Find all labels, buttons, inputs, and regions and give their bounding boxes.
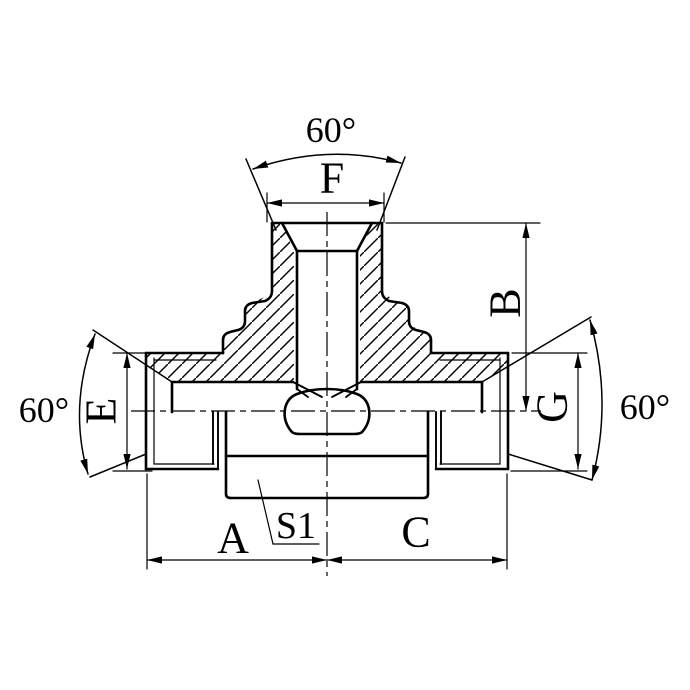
drill-dome [283,387,371,436]
label-s1: S1 [276,505,316,547]
label-g: G [528,391,577,423]
top-cone-flank-right [376,156,406,231]
label-s1-group: S1 [257,479,320,547]
branch-cone-right [355,221,374,253]
centerlines [131,212,541,576]
hex-nut-section [224,410,430,500]
label-f: F [320,154,344,203]
branch-wall-right-steps [380,221,433,355]
drill-vee-right [331,381,362,398]
hatch-right-wall [360,224,508,382]
left-angle-arc [78,333,96,475]
label-angle-left: 60° [19,390,69,430]
dim-a: A [146,473,328,570]
left-cone-flank-top [92,329,173,383]
thread-lines [153,357,501,470]
angle-right: 60° [589,319,670,481]
hex-outline [224,410,430,500]
label-a: A [217,514,249,563]
body-outline [144,221,510,471]
dim-g: G [510,352,588,472]
cone-flanks [89,156,593,481]
label-angle-right: 60° [620,387,670,427]
hatch-left-wall [146,224,294,382]
drill-vee-left [292,381,323,398]
top-angle-arc [252,153,402,170]
label-c: C [401,508,430,557]
left-cone-flank-bottom [89,453,147,478]
dim-c: C [326,473,508,570]
right-angle-arc [589,319,603,481]
branch-cone-left [280,221,299,253]
branch-wall-left-steps [221,221,274,355]
angle-left: 60° [19,333,96,475]
angle-top: 60° [252,110,402,170]
s1-leader [257,479,274,545]
right-cone-flank-top [481,316,592,383]
dim-b: B [385,222,541,412]
label-e: E [77,398,126,425]
label-angle-top: 60° [306,110,356,150]
right-cone-flank-bottom [507,453,593,481]
top-cone-flank-left [245,158,277,231]
label-b: B [481,288,530,317]
